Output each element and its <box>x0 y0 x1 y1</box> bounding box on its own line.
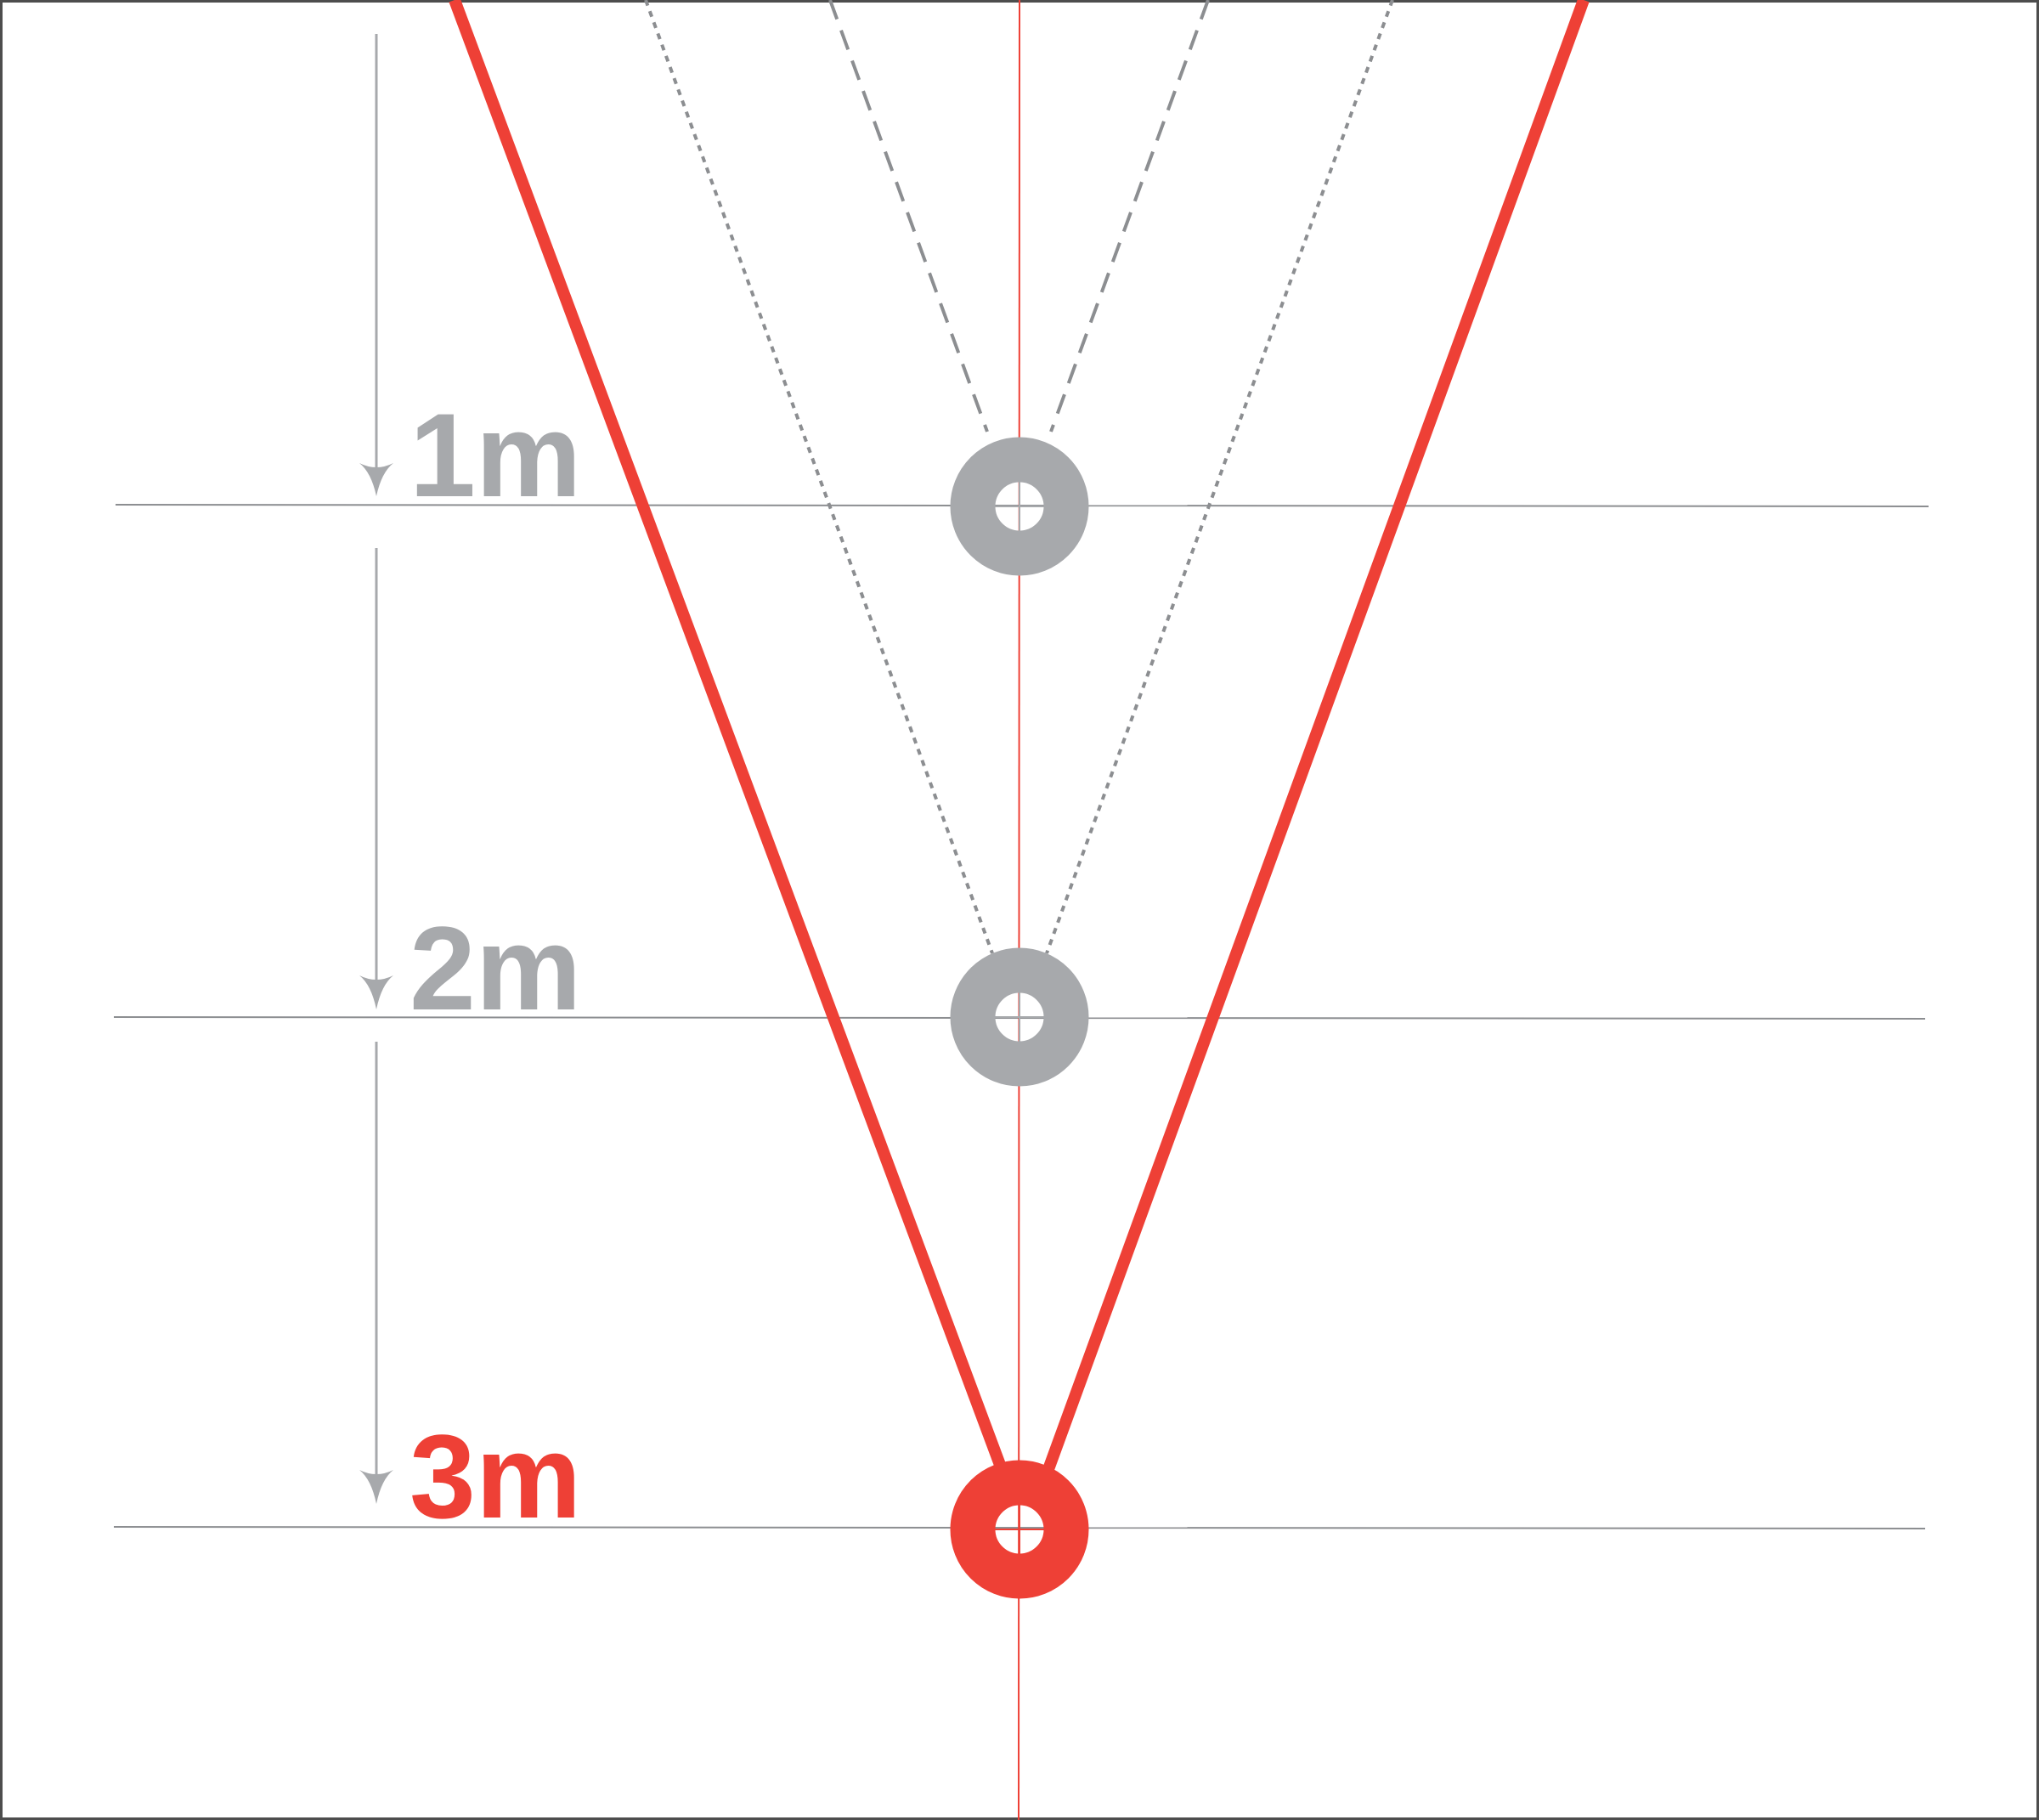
cone-1m-right-dashed <box>1049 0 1210 432</box>
cone-2m-left-dotted <box>644 0 994 954</box>
marker-3m <box>950 1460 1089 1599</box>
arrowhead-down-icon <box>359 463 393 496</box>
arrowhead-down-icon <box>359 975 393 1009</box>
arrow-to-1m <box>359 34 393 496</box>
cone-2m-right-dotted <box>1045 0 1394 954</box>
arrow-to-2m <box>359 548 393 1009</box>
label-3m: 3m <box>409 1410 581 1543</box>
label-1m: 1m <box>409 388 581 522</box>
marker-1m <box>950 437 1089 576</box>
marker-2m <box>950 947 1089 1087</box>
cone-3m-right <box>1042 0 1590 1474</box>
cone-3m-left <box>449 0 1008 1474</box>
label-2m: 2m <box>409 902 581 1035</box>
cone-1m-left-dashed <box>828 0 989 432</box>
arrow-to-3m <box>359 1042 393 1504</box>
arrowhead-down-icon <box>359 1470 393 1504</box>
